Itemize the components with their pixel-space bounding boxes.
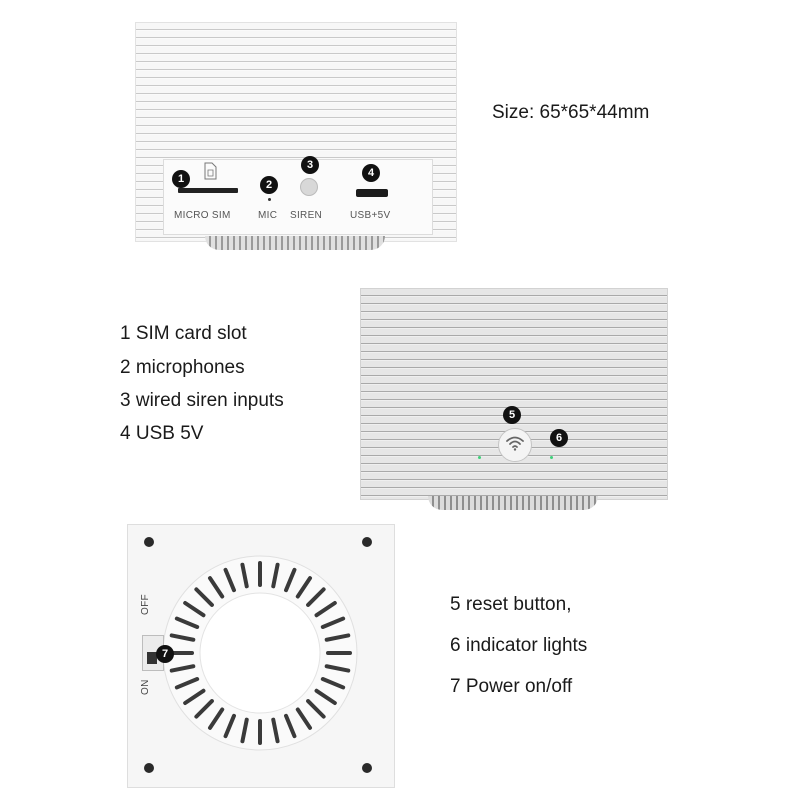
grille-slot [240, 562, 249, 589]
feature-microphones: 2 microphones [120, 357, 245, 378]
sim-card-icon [204, 162, 217, 180]
grille-slot [174, 616, 200, 629]
grille-slot [320, 616, 346, 629]
device-front-view: 5 6 [360, 288, 668, 510]
feature-siren-inputs: 3 wired siren inputs [120, 390, 284, 411]
grille-slot [306, 699, 326, 719]
sim-slot[interactable] [178, 188, 238, 193]
usb-port[interactable] [356, 189, 388, 197]
indicator-light-right [550, 456, 553, 459]
grille-slot [314, 688, 337, 706]
device-front-base [428, 496, 598, 510]
grille-slot [223, 713, 236, 739]
mic-label: MIC [258, 210, 278, 221]
grille-slot [207, 707, 225, 730]
grille-slot [306, 587, 326, 607]
switch-on-label: ON [140, 679, 151, 695]
port-panel: MICRO SIM MIC SIREN USB+5V 1 2 3 4 [163, 156, 433, 235]
grille-slot [284, 567, 297, 593]
wifi-icon [505, 435, 525, 456]
grille-slot [223, 567, 236, 593]
switch-off-label: OFF [140, 594, 151, 615]
grille-slot [284, 713, 297, 739]
siren-button[interactable] [300, 178, 318, 196]
grille-slot [324, 633, 351, 642]
feature-indicator-lights: 6 indicator lights [450, 635, 588, 656]
device-rear-view: MICRO SIM MIC SIREN USB+5V 1 2 3 4 [135, 22, 457, 250]
grille-slot [169, 664, 196, 673]
device-front-housing [360, 288, 668, 500]
grille-slot [240, 717, 249, 744]
grille-slot [194, 587, 214, 607]
size-text: Size: 65*65*44mm [492, 102, 650, 123]
badge-6: 6 [550, 429, 568, 447]
grille-slot [183, 688, 206, 706]
micro-sim-label: MICRO SIM [174, 210, 231, 221]
grille-slot [174, 677, 200, 690]
screw-hole-tr [362, 537, 372, 547]
grille-slot [324, 664, 351, 673]
feature-reset-button: 5 reset button, [450, 594, 572, 615]
grille-slot [207, 576, 225, 599]
reset-button[interactable] [498, 428, 532, 462]
grille-slot [183, 600, 206, 618]
grille-slot [271, 562, 280, 589]
badge-1: 1 [172, 170, 190, 188]
grille-slot [271, 717, 280, 744]
badge-3: 3 [301, 156, 319, 174]
grille-slot [295, 707, 313, 730]
feature-power-switch: 7 Power on/off [450, 676, 573, 697]
screw-hole-tl [144, 537, 154, 547]
grille-slot [295, 576, 313, 599]
feature-usb: 4 USB 5V [120, 423, 204, 444]
badge-7: 7 [156, 645, 174, 663]
feature-sim-card-slot: 1 SIM card slot [120, 323, 247, 344]
mic-hole [268, 198, 271, 201]
badge-5: 5 [503, 406, 521, 424]
device-bottom-view: OFF ON 7 [127, 524, 395, 788]
grille-slot [320, 677, 346, 690]
badge-4: 4 [362, 164, 380, 182]
device-rear-base [205, 236, 385, 250]
badge-2: 2 [260, 176, 278, 194]
speaker-grille [160, 553, 360, 753]
usb-label: USB+5V [350, 210, 391, 221]
grille-slot [314, 600, 337, 618]
siren-label: SIREN [290, 210, 323, 221]
indicator-light-left [478, 456, 481, 459]
power-switch-knob [147, 652, 157, 664]
screw-hole-bl [144, 763, 154, 773]
screw-hole-br [362, 763, 372, 773]
grille-slot [194, 699, 214, 719]
grille-slot [169, 633, 196, 642]
